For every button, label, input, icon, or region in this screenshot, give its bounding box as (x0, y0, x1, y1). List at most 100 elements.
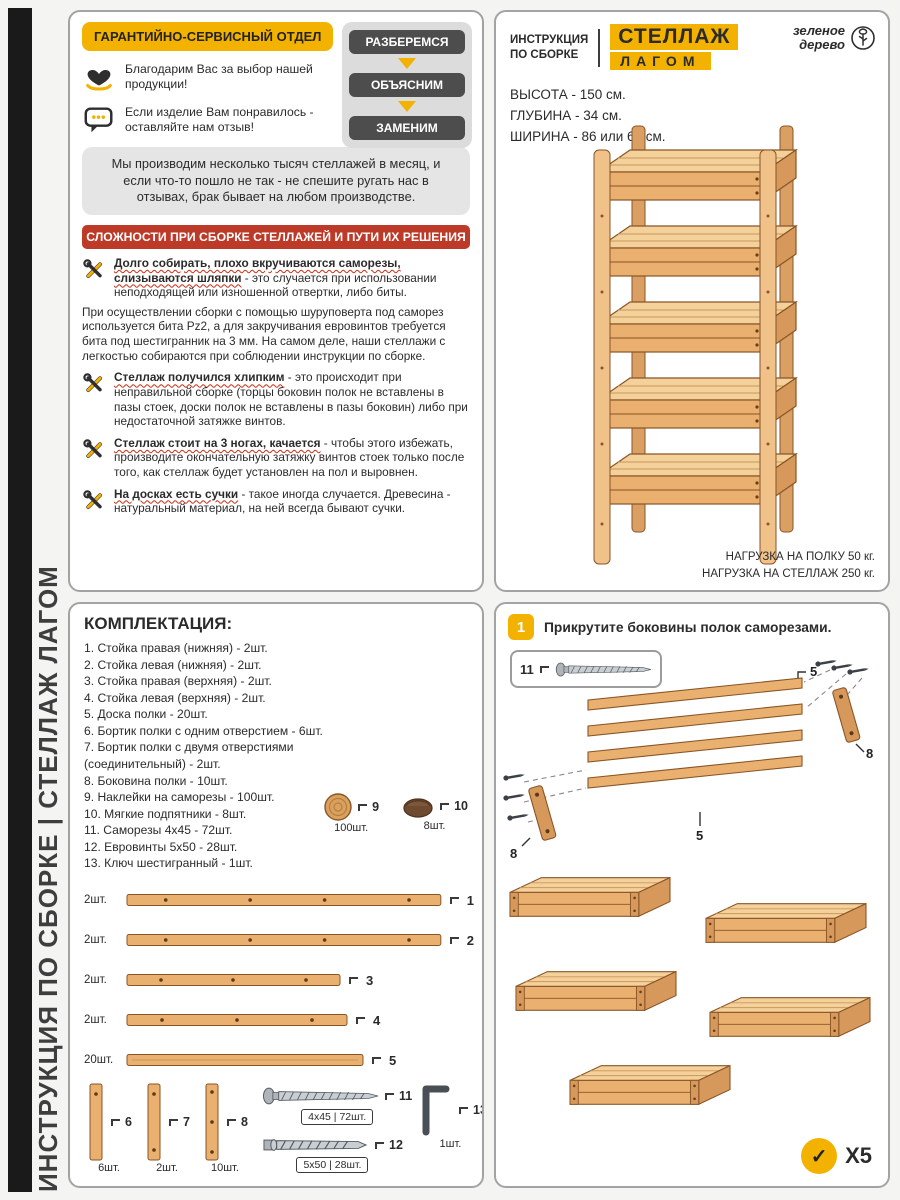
plank-icon (126, 894, 442, 906)
foot-number: 10 (454, 799, 468, 813)
chevron-down-icon (398, 101, 416, 112)
screw-callout-box: 11 (510, 650, 662, 688)
sticker-figure: 9 100шт. (323, 792, 379, 834)
sticker-icon (324, 793, 352, 821)
note-text-thanks: Благодарим Вас за выбор нашей продукции! (125, 61, 313, 91)
spec-depth: ГЛУБИНА - 34 см. (510, 107, 622, 123)
review-chat-icon (84, 107, 113, 133)
step-panel: 1 Прикрутите боковины полок саморезами. … (494, 602, 890, 1188)
plank-row-4: 2шт. 4 (84, 1000, 474, 1040)
shelving-unit-illustration (593, 125, 797, 565)
product-name-line-2: ЛАГОМ (610, 52, 711, 70)
pointer-tick (227, 1118, 236, 1126)
label-board-bottom: 5 (696, 828, 703, 843)
plank-count: 2шт. (84, 934, 107, 946)
product-name: СТЕЛЛАЖ ЛАГОМ (610, 24, 739, 71)
issue-item-2: Стеллаж получился хлипким - это происход… (82, 370, 470, 429)
plank-count: 2шт. (84, 1014, 107, 1026)
pointer-tick (375, 1141, 384, 1149)
upright-figure-7: 7 2шт. (144, 1082, 190, 1174)
issue-body: - это происходит при неправильной сборке… (114, 370, 468, 429)
load-per-shelf: НАГРУЗКА НА ПОЛКУ 50 кг. (725, 550, 875, 563)
foot-pad-icon (403, 798, 433, 818)
kit-item: 7. Бортик полки с двумя отверстиями (сое… (84, 740, 294, 771)
plank-figures: 2шт. 1 2шт. 2 2шт. 3 (84, 880, 474, 1080)
pointer-tick (169, 1118, 178, 1126)
foot-figure: 10 8шт. (401, 792, 468, 834)
pointer-tick (440, 802, 450, 810)
kit-item: 6. Бортик полки с одним отверстием - 6шт… (84, 723, 323, 738)
promise-badge-1: РАЗБЕРЕМСЯ (349, 30, 465, 54)
part-number: 8 (241, 1115, 248, 1129)
product-panel: ИНСТРУКЦИЯ ПО СБОРКЕ СТЕЛЛАЖ ЛАГОМ зелен… (494, 10, 890, 592)
kit-item: 8. Боковина полки - 10шт. (84, 773, 228, 788)
hex-key-icon (422, 1085, 450, 1136)
sticker-number: 9 (372, 800, 380, 814)
tree-icon (851, 25, 875, 50)
part-number: 7 (183, 1115, 190, 1129)
part-count: 2шт. (156, 1162, 178, 1174)
upright-figure-6: 6 6шт. (86, 1082, 132, 1174)
product-specs: ВЫСОТА - 150 см. ГЛУБИНА - 34 см. ШИРИНА… (510, 85, 874, 148)
plank-number: 3 (366, 972, 374, 988)
brand-logo: зеленое дерево (793, 24, 876, 51)
spec-width: ШИРИНА - 86 или 67 см. (510, 128, 666, 144)
pointer-tick (358, 803, 368, 811)
plank-icon (126, 974, 341, 986)
sticker-count: 100шт. (334, 822, 369, 834)
kit-item: 11. Саморезы 4x45 - 72шт. (84, 823, 233, 838)
plank-number: 2 (466, 932, 474, 948)
pointer-tick (539, 665, 549, 673)
note-row-thanks: Благодарим Вас за выбор нашей продукции! (82, 60, 330, 94)
hands-heart-icon (86, 69, 112, 91)
wrench-icon (83, 439, 102, 458)
screw-icon (262, 1086, 380, 1106)
warranty-header-badge: ГАРАНТИЙНО-СЕРВИСНЫЙ ОТДЕЛ (82, 22, 334, 51)
load-ratings: НАГРУЗКА НА ПОЛКУ 50 кг. НАГРУЗКА НА СТЕ… (702, 549, 875, 584)
header-divider (598, 28, 601, 67)
issue-extra-note: При осуществлении сборки с помощью шуруп… (82, 304, 446, 363)
assembled-shelves-illustration (509, 877, 871, 1105)
note-row-review: Если изделие Вам понравилось - оставляйт… (82, 103, 330, 137)
exploded-assembly-diagram: 5 8 5 8 (502, 660, 873, 861)
plank-row-5: 20шт. 5 (84, 1040, 474, 1080)
bolt-figure: 12 5x50 | 28шт. (262, 1136, 403, 1173)
plank-count: 2шт. (84, 894, 107, 906)
wrench-icon (83, 489, 102, 509)
small-parts-figures: 6 6шт. 7 2шт. 8 (84, 1082, 482, 1186)
promise-badge-2: ОБЪЯСНИМ (349, 73, 465, 97)
plank-number: 4 (373, 1012, 381, 1028)
repeat-count: X5 (845, 1143, 872, 1168)
note-text-review: Если изделие Вам понравилось - оставляйт… (125, 104, 314, 134)
issue-paragraph: Стеллаж получился хлипким - это происход… (114, 370, 470, 429)
pointer-tick (385, 1092, 394, 1100)
part-number: 13 (473, 1103, 482, 1117)
step-instruction: Прикрутите боковины полок саморезами. (544, 619, 832, 635)
warranty-panel: ГАРАНТИЙНО-СЕРВИСНЫЙ ОТДЕЛ РАЗБЕРЕМСЯ ОБ… (68, 10, 484, 592)
kit-item: 10. Мягкие подпятники - 8шт. (84, 806, 247, 821)
pointer-tick (372, 1056, 381, 1064)
side-panel-icon (205, 1083, 219, 1161)
pointer-tick (459, 1106, 468, 1114)
pointer-tick (349, 976, 358, 984)
pointer-tick (111, 1118, 120, 1126)
kit-item: 2. Стойка левая (нижняя) - 2шт. (84, 657, 262, 672)
vertical-page-title: ИНСТРУКЦИЯ ПО СБОРКЕ | СТЕЛЛАЖ ЛАГОМ (33, 565, 63, 1192)
screw-size: 4x45 | 72шт. (301, 1109, 374, 1125)
plank-icon (126, 1014, 348, 1026)
left-black-bar (8, 8, 32, 1192)
label-side-left: 8 (510, 846, 517, 861)
plank-number: 5 (389, 1052, 397, 1068)
label-side-right: 8 (866, 746, 873, 761)
euro-bolt-icon (262, 1136, 370, 1154)
foot-count: 8шт. (423, 820, 446, 832)
logo-line-1: зеленое (792, 23, 845, 38)
issue-body: - это случается при использовании неподх… (114, 270, 437, 300)
issue-item-1: Долго собирать, плохо вкручиваются самор… (82, 256, 470, 300)
step-header: 1 Прикрутите боковины полок саморезами. (508, 614, 876, 640)
issues-banner: СЛОЖНОСТИ ПРИ СБОРКЕ СТЕЛЛАЖЕЙ И ПУТИ ИХ… (82, 224, 470, 249)
header-line-1: ИНСТРУКЦИЯ (510, 34, 589, 47)
load-total: НАГРУЗКА НА СТЕЛЛАЖ 250 кг. (702, 567, 875, 580)
plank-number: 1 (466, 892, 474, 908)
kit-item: 4. Стойка левая (верхняя) - 2шт. (84, 690, 266, 705)
